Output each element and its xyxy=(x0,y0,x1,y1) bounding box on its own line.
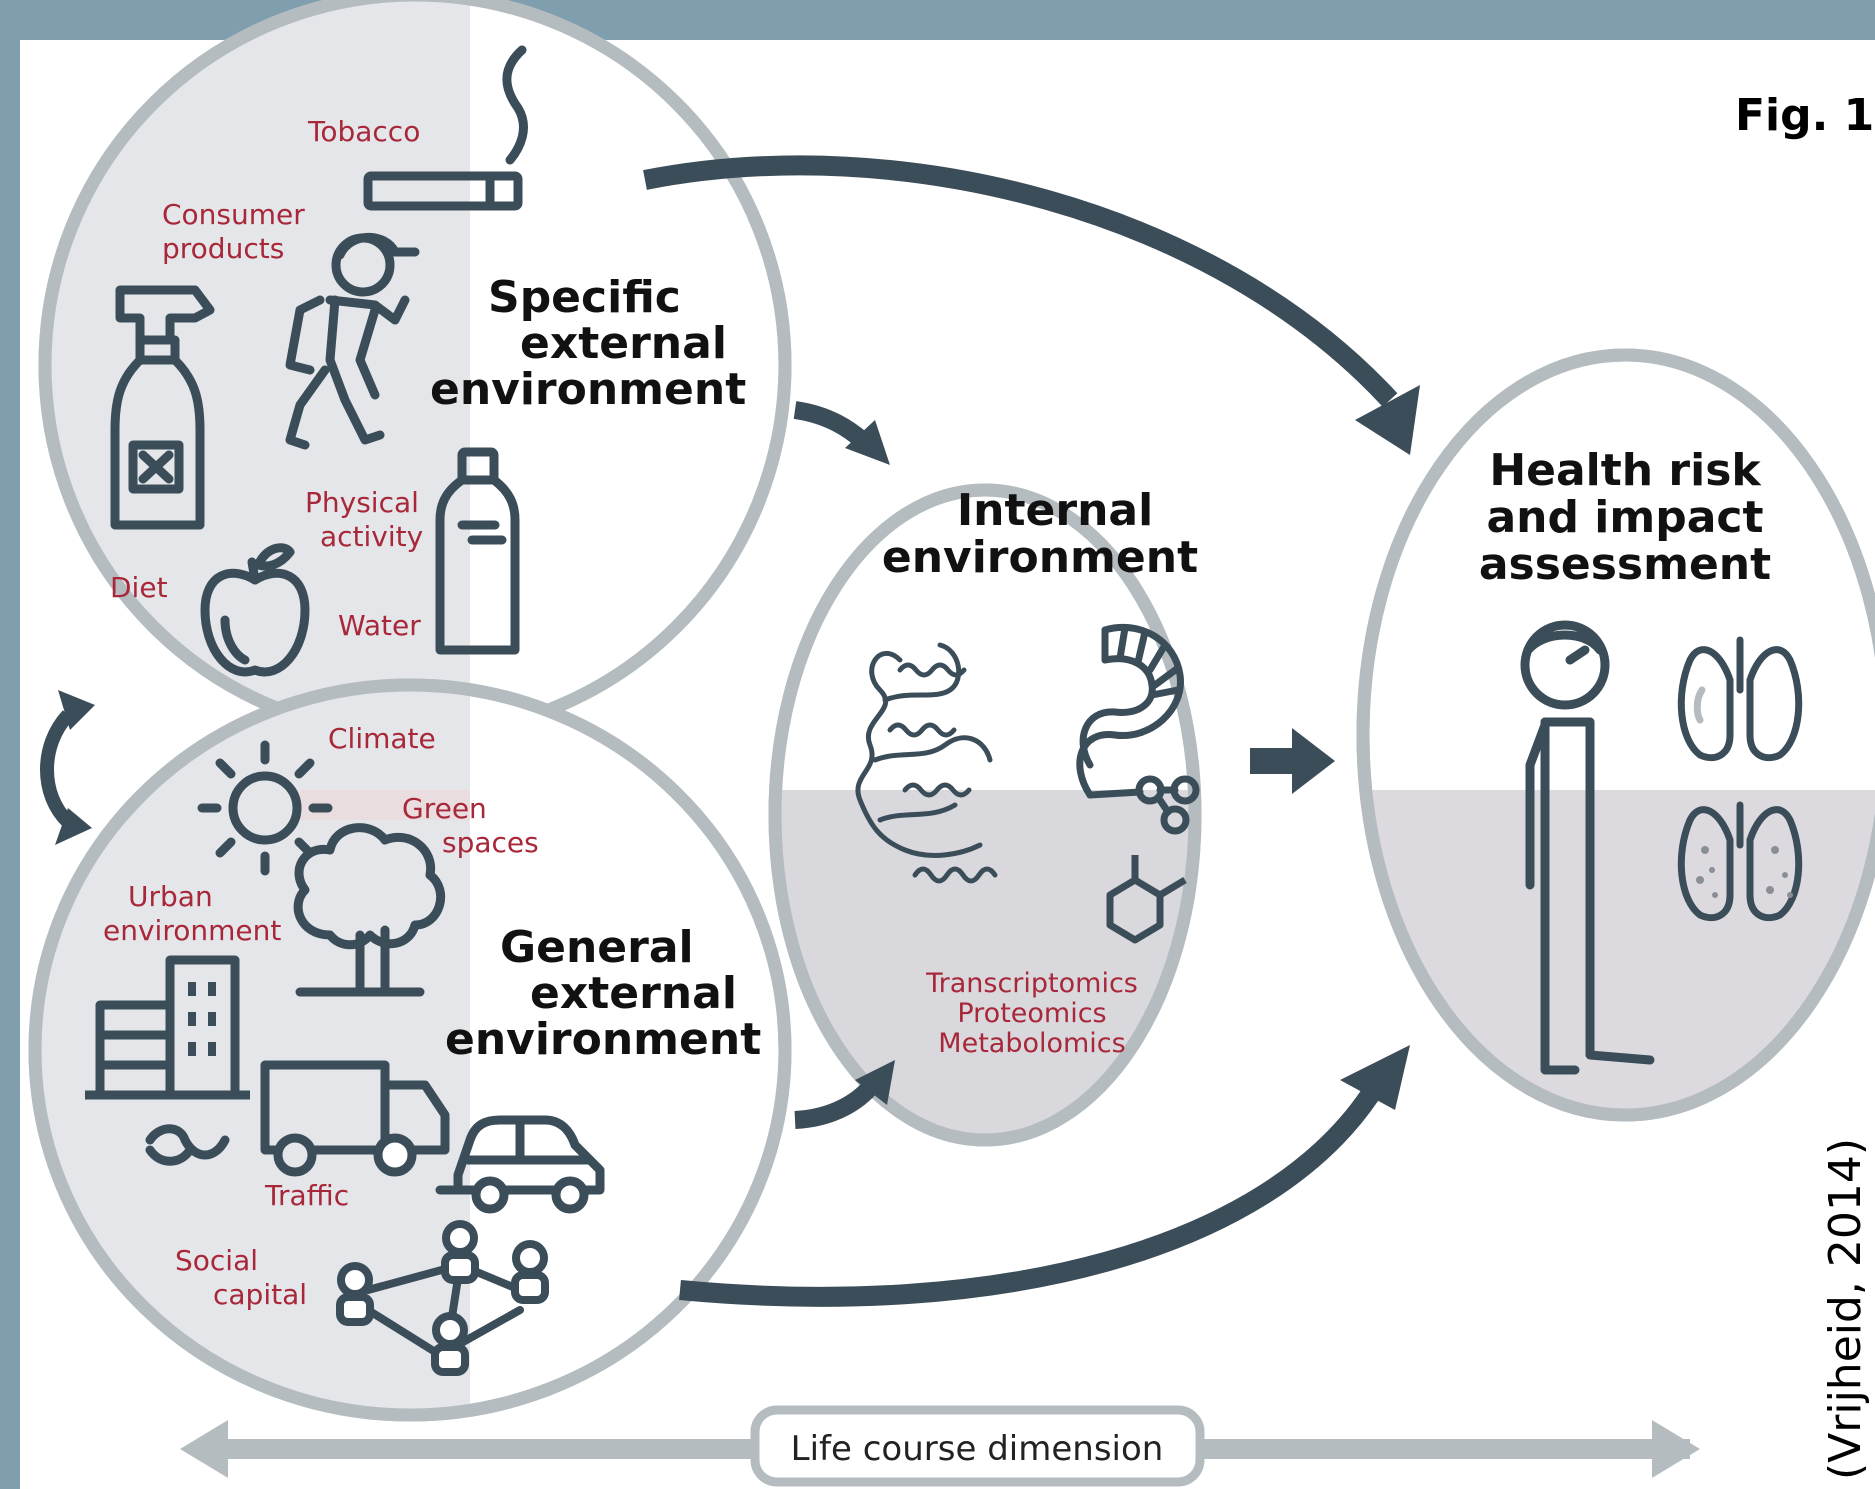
molecule-icon xyxy=(1106,855,1187,944)
cigarette-icon xyxy=(363,45,528,211)
protein-structure-icon xyxy=(855,642,998,884)
tree-icon xyxy=(293,823,446,997)
general-title-line1: General xyxy=(500,922,694,973)
omics-line-3: Metabolomics xyxy=(938,1028,1125,1059)
omics-line-2: Proteomics xyxy=(957,998,1106,1029)
arrow-specific-to-internal xyxy=(793,401,890,465)
label-green-spaces-line2: spaces xyxy=(442,826,539,859)
citation: (Vrijheid, 2014) xyxy=(1820,1138,1871,1480)
internal-title-line2: environment xyxy=(882,532,1198,583)
water-bottle-icon xyxy=(435,447,520,655)
label-diet: Diet xyxy=(110,571,168,604)
lung-spots xyxy=(1696,846,1793,898)
internal-title-line1: Internal xyxy=(957,485,1153,536)
buildings-icon xyxy=(85,955,250,1100)
arrow-specific-to-health xyxy=(643,155,1420,455)
runner-icon xyxy=(285,232,420,450)
specific-title-line1: Specific xyxy=(488,272,681,323)
label-physical-activity-line1: Physical xyxy=(305,486,419,519)
bidirectional-arrow-icon xyxy=(40,690,95,845)
specific-title-line2: external xyxy=(520,318,727,369)
label-social-capital-line1: Social xyxy=(175,1244,258,1277)
label-consumer-products-line2: products xyxy=(162,232,284,265)
arrow-internal-to-health xyxy=(1250,728,1335,794)
label-urban-environment-line2: environment xyxy=(103,914,281,947)
social-network-icon xyxy=(336,1220,549,1376)
label-social-capital-line2: capital xyxy=(213,1278,307,1311)
sun-icon xyxy=(197,740,333,876)
health-title-line3: assessment xyxy=(1479,539,1771,590)
health-title-line2: and impact xyxy=(1486,492,1763,543)
healthy-lungs-icon xyxy=(1677,636,1803,762)
life-course-label: Life course dimension xyxy=(791,1429,1164,1469)
label-physical-activity-line2: activity xyxy=(320,520,423,553)
building-windows xyxy=(188,982,216,1056)
general-title-line2: external xyxy=(530,968,737,1019)
label-green-spaces-line1: Green xyxy=(402,792,487,825)
dna-ribbon-icon xyxy=(1076,623,1200,835)
arrow-general-to-health xyxy=(679,1045,1410,1307)
label-traffic: Traffic xyxy=(264,1179,349,1212)
arrow-general-to-internal xyxy=(794,1060,895,1129)
person-icon xyxy=(1520,620,1655,1075)
label-water: Water xyxy=(338,609,421,642)
general-title-line3: environment xyxy=(445,1014,761,1065)
car-icon xyxy=(435,1115,605,1214)
apple-icon xyxy=(200,543,310,677)
label-climate: Climate xyxy=(328,722,436,755)
health-title-line1: Health risk xyxy=(1489,445,1762,496)
spray-bottle-icon xyxy=(110,285,215,530)
figure-label: Fig. 1 xyxy=(1735,90,1874,141)
label-tobacco: Tobacco xyxy=(307,115,420,148)
life-course-label-box xyxy=(750,1405,1205,1487)
truck-icon xyxy=(145,1060,450,1177)
specific-title-line3: environment xyxy=(430,364,746,415)
damaged-lungs-icon xyxy=(1677,801,1803,922)
label-urban-environment-line1: Urban xyxy=(128,880,213,913)
label-consumer-products-line1: Consumer xyxy=(162,198,305,231)
omics-line-1: Transcriptomics xyxy=(925,968,1138,999)
